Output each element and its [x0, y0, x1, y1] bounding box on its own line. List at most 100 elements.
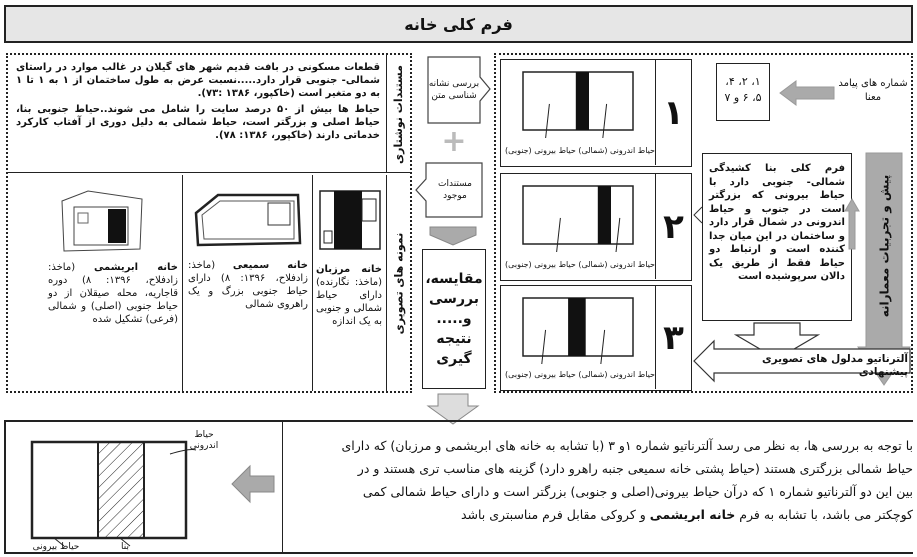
alternative-caption-3: حیاط اندرونی (شمالی) حیاط بیرونی (جنوبی): [505, 370, 655, 379]
conclusion-line-3: بین این دو آلترناتیو شماره ۱ که درآن حیا…: [362, 484, 913, 499]
caption-inner-yard: حیاط اندرونی (شمالی): [578, 146, 655, 155]
site-outline: [522, 185, 634, 245]
caption-outer-yard: حیاط بیرونی (جنوبی): [505, 260, 576, 269]
existing-docs-arrow: [415, 162, 483, 218]
written-docs-label: مستندات نوشتاری: [386, 55, 410, 173]
pointer-line: [545, 103, 550, 138]
plus-icon: +: [441, 124, 467, 159]
alternative-row-2: ۲ حیاط اندرونی (شمالی) حیاط بیرونی (جنوب…: [500, 173, 692, 281]
middle-column: بررسی نشانه شناسی متن + مستندات موجود مق…: [414, 53, 492, 393]
proposal-label: آلترناتیو مدلول های تصویری پیشنهادی: [718, 353, 908, 379]
left-arrow-icon: [693, 206, 703, 224]
image-samples-label: نمونه های تصویری: [386, 175, 410, 391]
pointer-line: [600, 329, 606, 364]
doc-text-2: حیاط ها بیش از ۵۰ درصد سایت را شامل می ش…: [16, 104, 380, 141]
proposal-text: آلترناتیو مدلول های تصویری پیشنهادی: [761, 353, 908, 378]
written-docs-text: قطعات مسکونی در بافت قدیم شهر های گیلان …: [16, 61, 380, 142]
plan-samiei-image: [194, 193, 302, 247]
alternatives-list: ۱ حیاط اندرونی (شمالی) حیاط بیرونی (جنوب…: [500, 59, 692, 391]
sketch-plan-image: [30, 440, 197, 547]
text-semiotics-arrow: [427, 56, 491, 124]
conclusion-line-2: حیاط شمالی بزرگتری هستند (حیاط پشتی خانه…: [357, 461, 913, 476]
image-samples-row: نمونه های تصویری خانه مرزبان (ماخذ: نگار…: [8, 175, 410, 391]
description-box: فرم کلی بنا کشیدگی شمالی- جنوبی دارد با …: [702, 153, 852, 321]
sketch-label-building: بنا: [110, 542, 140, 552]
sample-marzban-desc: (ماخذ: نگارنده) دارای حیاط شمالی و جنوبی…: [316, 277, 382, 327]
conclusion-panel: حیاط اندرونی حیاط بیرونی بنا با توجه به …: [4, 420, 913, 554]
meaning-values: ۱، ۲، ۴، ۵، ۶ و ۷: [724, 75, 762, 104]
sketch-label-inner: حیاط اندرونی: [184, 430, 224, 452]
sample-samiei: خانه سمیعی (ماخذ: زادفلاح، ۱۳۹۶: ۸) دارا…: [184, 175, 312, 391]
conclusion-line-4: کوچکتر می باشد، با تشابه به فرم خانه ابر…: [288, 503, 913, 526]
pointer-line: [541, 329, 547, 364]
sample-abrishami: خانه ابریشمی (ماخذ: زادفلاح، ۱۳۹۶: ۸) دو…: [12, 175, 182, 391]
divider: [182, 175, 183, 391]
left-arrow-icon: [231, 464, 275, 504]
sample-abrishami-desc: (ماخذ: زادفلاح، ۱۳۹۶: ۸) دوره قاجاریه، م…: [48, 262, 178, 325]
experience-label: پیش و تجربیات معمارانه: [877, 174, 892, 318]
sample-samiei-name: خانه سمیعی: [232, 260, 308, 271]
compare-result-label: مقایسه، بررسی و..... نتیجه گیری: [425, 271, 483, 367]
alternative-plan-2: [522, 185, 634, 252]
sketch-label-inner-text: حیاط اندرونی: [189, 430, 219, 451]
meaning-label: شماره های پیامد معنا: [838, 77, 908, 105]
sample-marzban-name: خانه مرزبان: [316, 264, 382, 275]
building-block: [597, 186, 611, 244]
alternative-number-1: ۱: [655, 60, 691, 165]
caption-inner-yard: حیاط اندرونی (شمالی): [578, 260, 655, 269]
compare-result-box: مقایسه، بررسی و..... نتیجه گیری: [422, 249, 486, 389]
conclusion-line-4b: خانه ابریشمی: [649, 507, 736, 522]
meaning-label-text: شماره های پیامد معنا: [838, 78, 908, 103]
proposal-arrow: [693, 339, 911, 383]
sketch-label-building-text: بنا: [121, 542, 129, 552]
alternative-number-2: ۲: [655, 174, 691, 279]
caption-outer-yard: حیاط بیرونی (جنوبی): [505, 370, 576, 379]
alternative-caption-2: حیاط اندرونی (شمالی) حیاط بیرونی (جنوبی): [505, 260, 655, 269]
alternative-caption-1: حیاط اندرونی (شمالی) حیاط بیرونی (جنوبی): [505, 146, 655, 155]
sketch-label-outer: حیاط بیرونی: [26, 542, 86, 552]
conclusion-text: با توجه به بررسی ها، به نظر می رسد آلترن…: [288, 434, 914, 526]
conclusion-line-4a: کوچکتر می باشد، با تشابه به فرم: [739, 507, 913, 522]
left-panel: مستندات نوشتاری قطعات مسکونی در بافت قدی…: [6, 53, 412, 393]
sample-abrishami-name: خانه ابریشمی: [93, 262, 178, 273]
conclusion-line-1: با توجه به بررسی ها، به نظر می رسد آلترن…: [341, 438, 914, 453]
alternative-number-3: ۳: [655, 286, 691, 389]
divider: [282, 422, 283, 552]
right-panel: ۱ حیاط اندرونی (شمالی) حیاط بیرونی (جنوب…: [494, 53, 913, 393]
plan-abrishami-image: [61, 190, 143, 252]
up-arrow-icon: [844, 198, 860, 250]
title-text: فرم کلی خانه: [404, 14, 513, 34]
alternative-plan-3: [522, 297, 634, 364]
existing-docs-box: مستندات موجود: [428, 165, 482, 215]
doc-text-1: قطعات مسکونی در بافت قدیم شهر های گیلان …: [16, 62, 380, 99]
text-semiotics-label: بررسی نشانه شناسی متن: [428, 79, 480, 101]
alternative-row-3: ۳ حیاط اندرونی (شمالی) حیاط بیرونی (جنوب…: [500, 285, 692, 391]
caption-outer-yard: حیاط بیرونی (جنوبی): [505, 146, 576, 155]
sample-marzban: خانه مرزبان (ماخذ: نگارنده) دارای حیاط ش…: [314, 175, 386, 391]
plan-marzban-image: [319, 190, 381, 250]
pointer-line: [556, 217, 561, 252]
description-text: فرم کلی بنا کشیدگی شمالی- جنوبی دارد با …: [709, 163, 845, 282]
divider: [312, 175, 313, 391]
building-block: [575, 72, 589, 130]
text-semiotics-box: بررسی نشانه شناسی متن: [428, 57, 480, 123]
alternative-row-1: ۱ حیاط اندرونی (شمالی) حیاط بیرونی (جنوب…: [500, 59, 692, 167]
pointer-line: [602, 103, 608, 138]
sketch-label-outer-text: حیاط بیرونی: [32, 542, 80, 552]
sample-marzban-text: خانه مرزبان (ماخذ: نگارنده) دارای حیاط ش…: [316, 263, 382, 328]
left-arrow-icon: [779, 80, 835, 106]
sample-samiei-desc: (ماخذ: زادفلاح، ۱۳۹۶: ۸) دارای حیاط جنوب…: [188, 260, 309, 310]
down-arrow-icon: [429, 226, 477, 246]
meaning-values-box: ۱، ۲، ۴، ۵، ۶ و ۷: [716, 63, 770, 121]
written-docs-row: مستندات نوشتاری قطعات مسکونی در بافت قدی…: [8, 55, 410, 173]
caption-inner-yard: حیاط اندرونی (شمالی): [578, 370, 655, 379]
alternative-plan-1: [522, 71, 634, 138]
pointer-line: [615, 217, 621, 252]
down-arrow-icon: [734, 322, 820, 360]
existing-docs-label: مستندات موجود: [438, 179, 472, 201]
sample-abrishami-text: خانه ابریشمی (ماخذ: زادفلاح، ۱۳۹۶: ۸) دو…: [48, 261, 178, 326]
down-arrow-icon: [426, 393, 480, 425]
sample-samiei-text: خانه سمیعی (ماخذ: زادفلاح، ۱۳۹۶: ۸) دارا…: [188, 259, 308, 311]
page-title: فرم کلی خانه: [4, 5, 913, 43]
building-block: [568, 298, 586, 356]
